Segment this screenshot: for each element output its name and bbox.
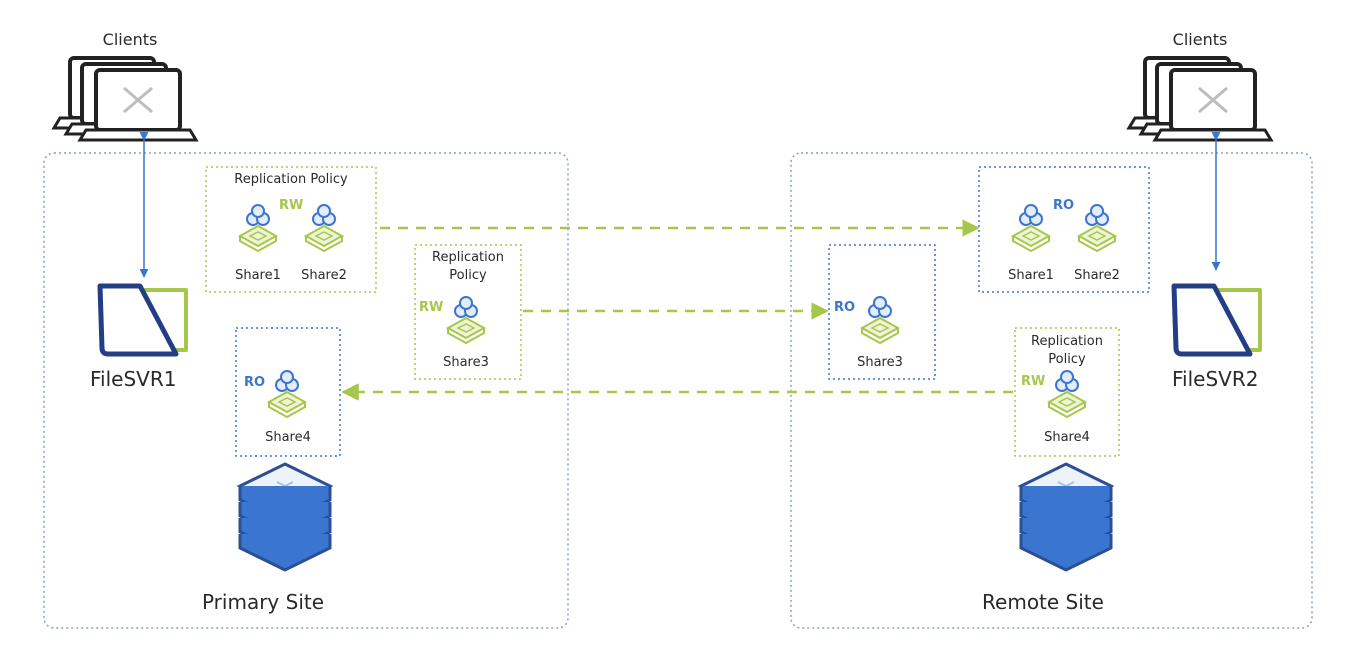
replication-policy-box [1014, 327, 1120, 457]
share-stack-icon [305, 204, 343, 252]
share-label: Share3 [443, 355, 489, 370]
file-server-icon [100, 286, 186, 354]
fileserver-label: FileSVR1 [90, 367, 177, 391]
fileserver-label: FileSVR2 [1172, 367, 1259, 391]
read-only-box [978, 166, 1150, 293]
file-server-icon [1174, 286, 1260, 354]
share-stack-icon [1078, 204, 1116, 252]
storage-cluster-icon [238, 462, 332, 572]
share-stack-icon [1048, 370, 1086, 418]
laptop-stack-icon [52, 56, 198, 142]
site-label: Primary Site [201, 590, 325, 614]
mode-badge: RW [279, 198, 304, 213]
laptop-stack-icon [1127, 56, 1273, 142]
remote-site-boundary [790, 152, 1313, 629]
share-stack-icon [447, 296, 485, 344]
share-label: Share4 [1044, 430, 1090, 445]
clients-label: Clients [102, 30, 158, 49]
share-label: Share2 [301, 268, 347, 283]
share-stack-icon [861, 296, 899, 344]
policy-title: Replication Policy [234, 172, 348, 187]
mode-badge: RO [244, 375, 266, 390]
share-stack-icon [1012, 204, 1050, 252]
replication-policy-box [205, 166, 377, 293]
primary-site-boundary [43, 152, 569, 629]
share-label: Share1 [235, 268, 281, 283]
share-stack-icon [268, 370, 306, 418]
share-label: Share3 [857, 355, 903, 370]
storage-cluster-icon [1019, 462, 1113, 572]
policy-title: Replication [1031, 334, 1103, 349]
share-label: Share1 [1008, 268, 1054, 283]
mode-badge: RW [1021, 374, 1046, 389]
share-stack-icon [239, 204, 277, 252]
share-label: Share4 [265, 430, 311, 445]
share-label: Share2 [1074, 268, 1120, 283]
policy-title: Policy [449, 268, 487, 283]
policy-title: Policy [1048, 352, 1086, 367]
mode-badge: RO [834, 300, 856, 315]
site-label: Remote Site [982, 590, 1104, 614]
read-only-box [235, 327, 341, 457]
policy-title: Replication [432, 250, 504, 265]
mode-badge: RW [419, 300, 444, 315]
clients-label: Clients [1172, 30, 1228, 49]
mode-badge: RO [1053, 198, 1075, 213]
